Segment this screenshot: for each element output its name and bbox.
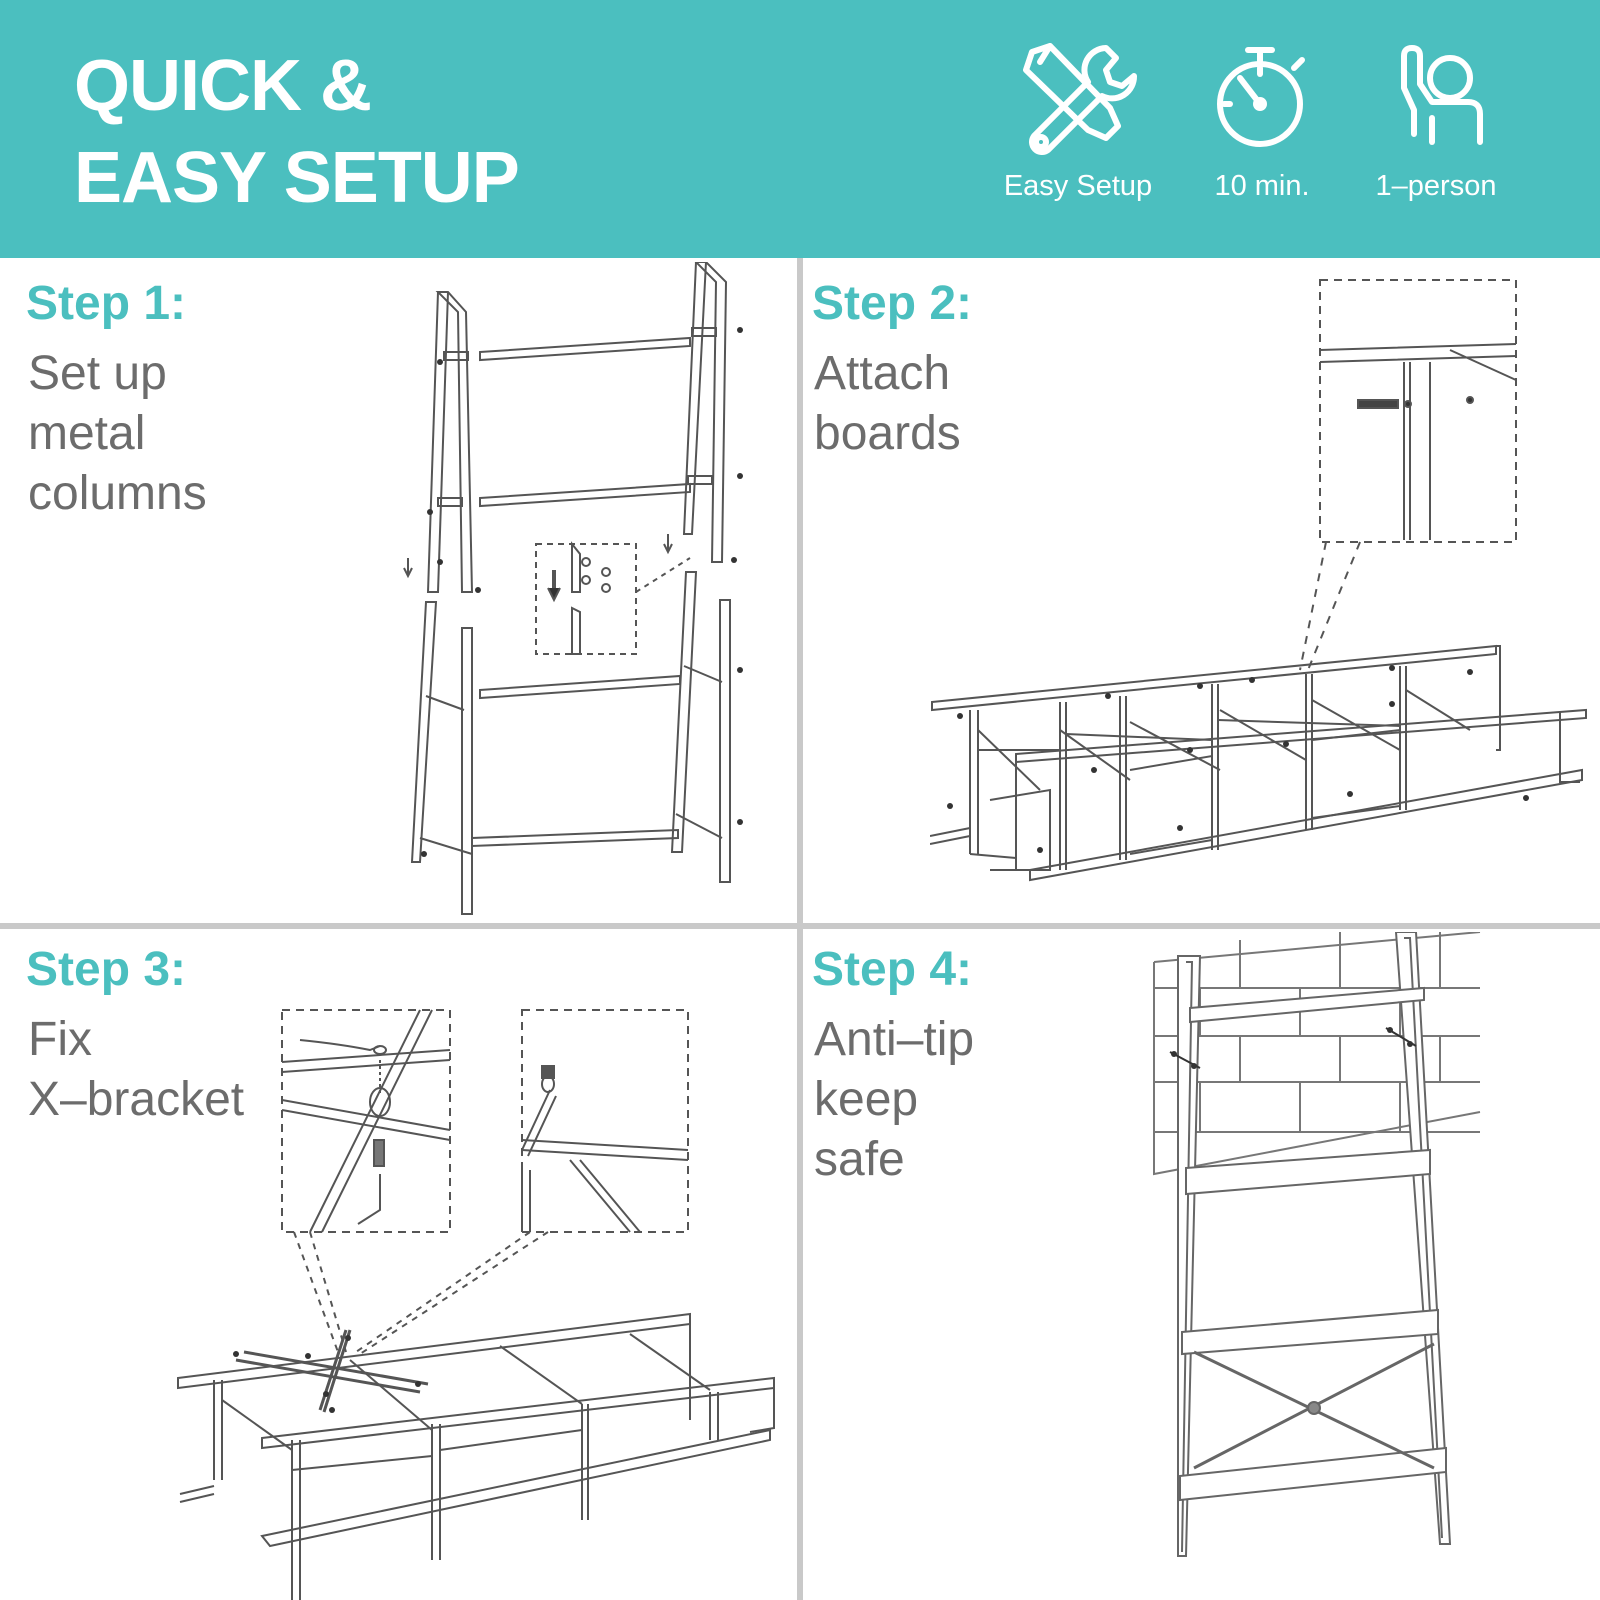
step-4-line: Anti–tip: [814, 1013, 975, 1066]
step-1-line: columns: [28, 467, 207, 520]
step-1-line: metal: [28, 407, 146, 460]
feature-time: 10 min.: [1162, 38, 1362, 218]
feature-label-time: 10 min.: [1214, 170, 1310, 202]
feature-easy-setup: Easy Setup: [978, 38, 1178, 218]
step-3-description: Fix X–bracket: [28, 1010, 244, 1130]
page-title: QUICK & EASY SETUP: [74, 40, 520, 224]
step-4-line: safe: [814, 1133, 905, 1186]
tools-icon: [1023, 43, 1138, 155]
vertical-divider: [797, 258, 803, 1600]
horizontal-divider: [0, 923, 1600, 929]
step-1-description: Set up metal columns: [28, 344, 207, 524]
header-banner: QUICK & EASY SETUP Easy Setup 10 min.: [0, 0, 1600, 258]
step-4-description: Anti–tip keep safe: [814, 1010, 974, 1190]
step-2-illustration: [930, 279, 1587, 882]
brick-wall: [1153, 932, 1481, 1176]
feature-label-easy-setup: Easy Setup: [1003, 170, 1153, 202]
step-3-illustration: [177, 1009, 775, 1600]
title-line-1: QUICK &: [74, 46, 372, 126]
step-2-description: Attach boards: [814, 344, 961, 464]
feature-person: 1–person: [1336, 38, 1536, 218]
title-line-2: EASY SETUP: [74, 138, 520, 218]
step-3-line: X–bracket: [28, 1073, 245, 1126]
feature-label-person: 1–person: [1375, 170, 1497, 202]
stopwatch-icon: [1217, 47, 1305, 147]
step-1-line: Set up: [28, 347, 167, 400]
person-icon: [1401, 45, 1483, 145]
step-4-title: Step 4:: [812, 943, 973, 996]
step-4-illustration: [1153, 932, 1481, 1557]
step-2-line: boards: [814, 407, 961, 460]
step-2-title: Step 2:: [812, 277, 973, 330]
step-1-title: Step 1:: [26, 277, 187, 330]
step-2-line: Attach: [814, 347, 951, 400]
step-3-title: Step 3:: [26, 943, 187, 996]
step-3-line: Fix: [28, 1013, 92, 1066]
step-4-line: keep: [814, 1073, 919, 1126]
step-1-illustration: [403, 262, 743, 915]
